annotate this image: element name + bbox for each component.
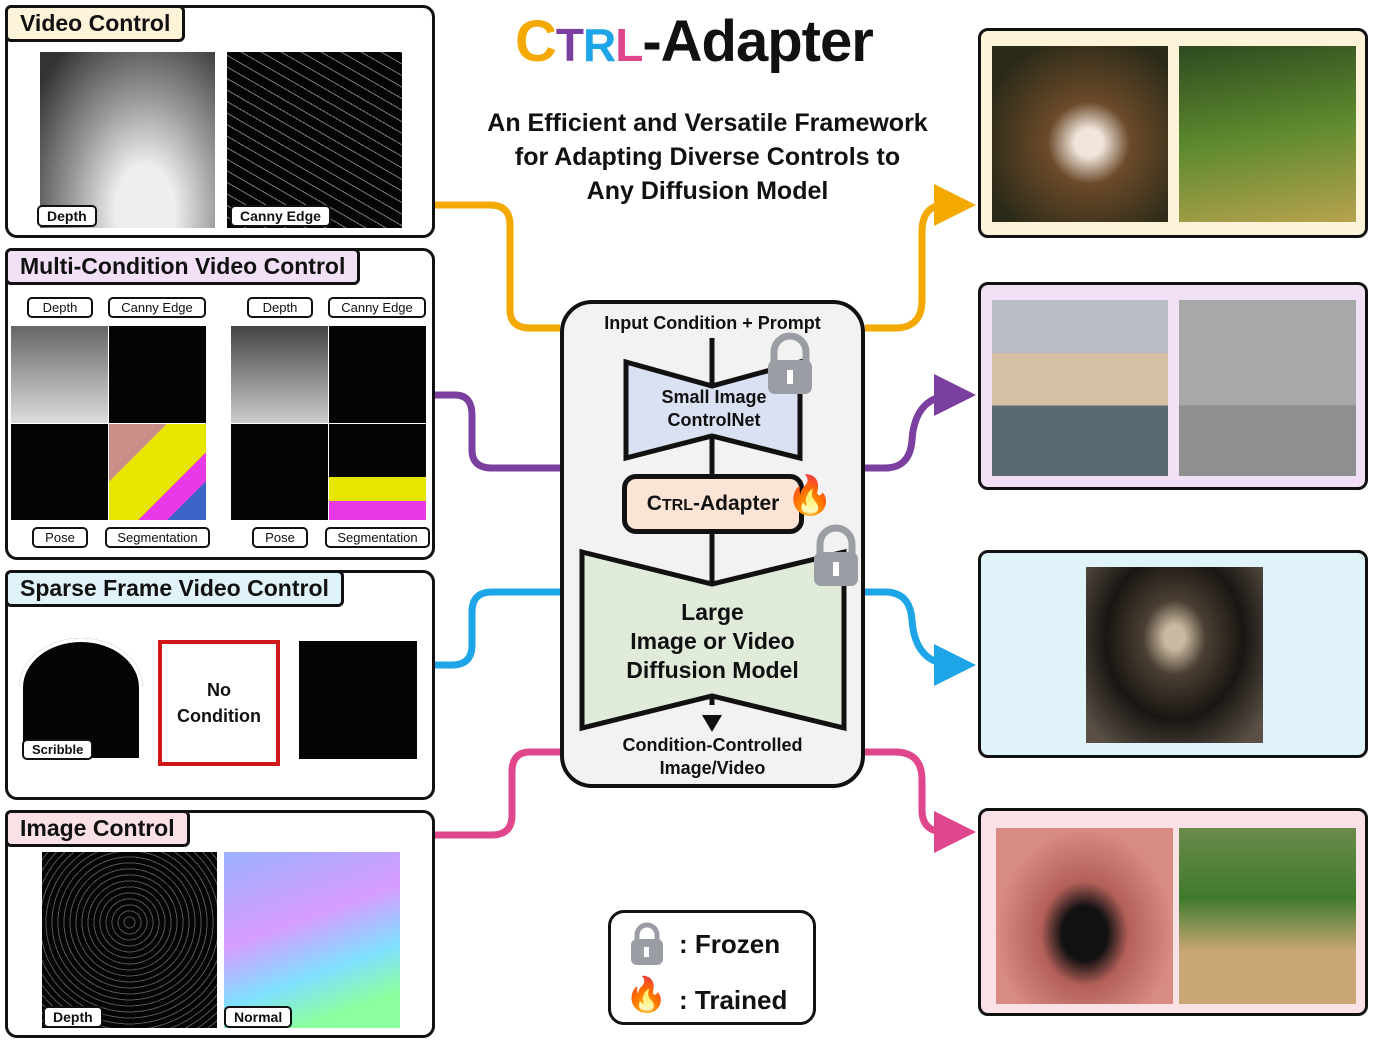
fire-icon: 🔥 [786, 475, 834, 517]
lock-icon [768, 332, 812, 394]
connector-orange-in [435, 201, 560, 332]
output-line: Condition-Controlled [622, 735, 803, 755]
lock-icon [631, 922, 663, 965]
controlnet-line: ControlNet [667, 410, 761, 430]
connector-purple-in [435, 391, 560, 472]
lego-image [1179, 828, 1356, 1004]
depth-tag: Depth [37, 205, 97, 227]
input-condition-label: Input Condition + Prompt [604, 313, 821, 333]
normal-tag: Normal [224, 1006, 293, 1028]
depth-tag: Depth [27, 297, 93, 318]
title-letter-t: T [555, 19, 584, 71]
canny-edge-image [109, 326, 206, 423]
canny-edge-tag: Canny Edge [328, 297, 426, 318]
title-letter-r: R [583, 19, 616, 71]
adapter-trl: TRL [661, 497, 693, 514]
title: CTRL-Adapter [515, 8, 874, 75]
subtitle-line: Any Diffusion Model [586, 177, 829, 205]
multi-condition-header: Multi-Condition Video Control [5, 248, 361, 285]
connector-orange-out [865, 184, 976, 332]
depth-image [40, 52, 215, 228]
darth-vader-image [996, 828, 1173, 1004]
image-control-header: Image Control [5, 810, 190, 847]
sparse-frame-header: Sparse Frame Video Control [5, 570, 344, 607]
scribble-image [296, 638, 420, 762]
canny-edge-image [227, 52, 402, 228]
diffusion-model-label: Large Image or Video Diffusion Model [585, 598, 840, 685]
controlnet-label: Small Image ControlNet [626, 386, 802, 432]
depth-image [11, 326, 108, 423]
pose-image [231, 424, 328, 520]
output-panel-video [978, 28, 1368, 238]
output-panel-image [978, 808, 1368, 1016]
ctrl-adapter-block: CTRL-Adapter [622, 474, 804, 534]
canny-edge-tag: Canny Edge [108, 297, 206, 318]
model-line: Diffusion Model [626, 657, 799, 683]
gallery-video-frame [1086, 567, 1263, 743]
stretch-video-frame [1179, 300, 1356, 476]
fire-icon: 🔥 [625, 976, 668, 1014]
segmentation-tag: Segmentation [105, 527, 210, 548]
diffusion-model-shape [579, 548, 847, 732]
title-letter-c: C [515, 9, 557, 74]
adapter-rest: -Adapter [692, 492, 780, 515]
connector-pink-in [435, 748, 560, 839]
legend-trained: : Trained [679, 985, 788, 1015]
output-label: Condition-Controlled Image/Video [560, 734, 865, 780]
title-letter-l: L [615, 19, 643, 71]
controlnet-line: Small Image [661, 387, 767, 407]
connector-purple-out [865, 374, 976, 472]
legend: : Frozen 🔥 : Trained [608, 910, 816, 1025]
adapter-c: C [646, 492, 662, 515]
framework-diagram [579, 332, 858, 732]
segmentation-tag: Segmentation [325, 527, 430, 548]
pose-tag: Pose [252, 527, 308, 548]
beach-video-frame [992, 300, 1168, 476]
segmentation-image [329, 424, 426, 520]
model-line: Image or Video [630, 628, 795, 654]
video-control-header: Video Control [5, 5, 186, 42]
output-panel-multi [978, 282, 1368, 490]
canny-edge-tag: Canny Edge [230, 205, 331, 227]
connector-pink-out [865, 748, 976, 853]
depth-tag: Depth [247, 297, 313, 318]
output-panel-sparse [978, 550, 1368, 758]
car-video-frame [1179, 46, 1356, 222]
scribble-tag: Scribble [22, 739, 94, 760]
model-line: Large [681, 599, 744, 625]
output-line: Image/Video [659, 758, 766, 778]
subtitle: An Efficient and Versatile Framework for… [455, 106, 960, 208]
legend-frozen: : Frozen [679, 929, 781, 959]
lock-icon [814, 524, 858, 586]
no-condition-box: No Condition [158, 640, 280, 766]
cat-video-frame [992, 46, 1168, 222]
depth-tag: Depth [43, 1006, 103, 1028]
pose-image [11, 424, 108, 520]
depth-image [231, 326, 328, 423]
pose-tag: Pose [32, 527, 88, 548]
canny-edge-image [329, 326, 426, 423]
segmentation-image [109, 424, 206, 520]
normal-image [224, 852, 400, 1028]
connector-blue-out [865, 588, 976, 686]
connector-blue-in [435, 588, 560, 669]
subtitle-line: An Efficient and Versatile Framework [487, 109, 928, 137]
depth-edge-image [42, 852, 217, 1028]
controlnet-shape [623, 358, 803, 462]
title-suffix: -Adapter [642, 9, 873, 74]
subtitle-line: for Adapting Diverse Controls to [514, 143, 901, 171]
